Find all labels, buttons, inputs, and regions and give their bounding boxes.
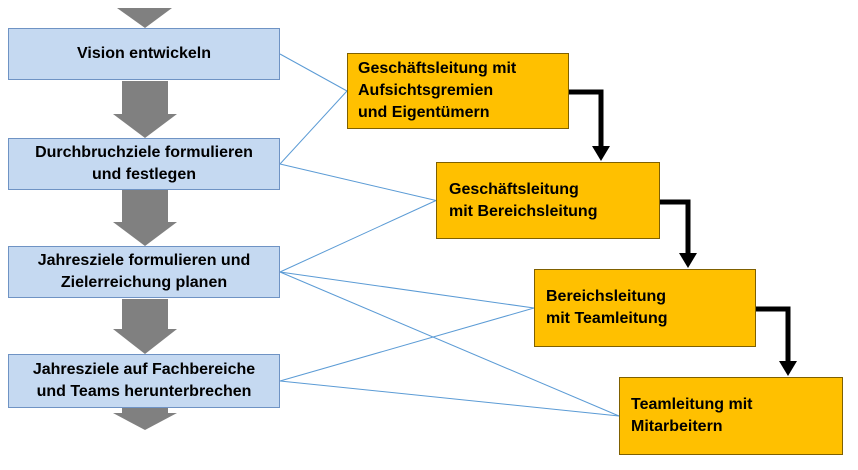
connector-step3-role4 [279, 271, 620, 417]
cascade-arrow-3 [756, 306, 791, 363]
connector-step1-role1 [279, 53, 348, 92]
connector-step2-role2 [279, 163, 437, 201]
cascade-arrow-3-head [779, 361, 797, 376]
role-teamleitung-line-2: Mitarbeitern [631, 418, 723, 435]
role-bereichsleitung-line-2: mit Teamleitung [546, 310, 668, 327]
flow-arrow-shaft-4 [122, 408, 168, 413]
role-teamleitung-line-1: Teamleitung mit [631, 396, 753, 413]
connector-step2-role1 [279, 90, 348, 165]
step-jahresziele-planen-line-1: Jahresziele formulieren und [37, 252, 251, 269]
role-bereichsleitung: Bereichsleitung mit Teamleitung [534, 269, 756, 347]
role-geschaeftsleitung-aufsicht-line-2: Aufsichtsgremien [358, 82, 494, 99]
cascade-arrows [569, 89, 797, 376]
step-jahresziele-planen-line-2: Zielerreichung planen [60, 274, 228, 291]
role-geschaeftsleitung-aufsicht-line-1: Geschäftsleitung mit [358, 60, 517, 77]
cascade-arrow-1-head [592, 146, 610, 161]
cascade-arrow-1 [569, 89, 604, 148]
step-jahresziele-herunterbrechen-line-1: Jahresziele auf Fachbereiche [32, 361, 256, 378]
role-teamleitung: Teamleitung mit Mitarbeitern [619, 377, 843, 455]
cascade-arrow-2 [660, 199, 691, 255]
connector-step4-role3 [279, 307, 535, 382]
connector-step4-role4 [279, 380, 620, 417]
step-jahresziele-planen: Jahresziele formulieren und Zielerreichu… [8, 246, 280, 298]
step-durchbruchziele-line-1: Durchbruchziele formulieren [35, 144, 253, 161]
step-durchbruchziele-line-2: und festlegen [91, 166, 196, 183]
role-bereichsleitung-line-1: Bereichsleitung [546, 288, 667, 305]
step-vision: Vision entwickeln [8, 28, 280, 80]
connector-step3-role3 [279, 271, 535, 309]
step-vision-line-1: Vision entwickeln [77, 45, 211, 62]
role-geschaeftsleitung-aufsicht-line-3: und Eigentümern [358, 104, 490, 121]
connector-lines [279, 53, 620, 417]
connector-step3-role2 [279, 200, 437, 273]
role-geschaeftsleitung-bereich: Geschäftsleitung mit Bereichsleitung [436, 162, 660, 239]
flow-arrow-shaft-1 [122, 81, 168, 114]
flow-arrow [113, 8, 177, 430]
step-jahresziele-herunterbrechen-line-2: und Teams herunterbrechen [36, 383, 252, 400]
flow-arrow-head-3 [113, 329, 177, 354]
role-geschaeftsleitung-bereich-line-1: Geschäftsleitung [449, 180, 579, 198]
flow-arrow-shaft-2 [122, 190, 168, 222]
flow-arrow-head-top [117, 8, 172, 28]
role-geschaeftsleitung-aufsicht: Geschäftsleitung mit Aufsichtsgremien un… [347, 53, 569, 129]
step-jahresziele-herunterbrechen: Jahresziele auf Fachbereiche und Teams h… [8, 354, 280, 408]
role-geschaeftsleitung-bereich-line-2: mit Bereichsleitung [449, 202, 598, 220]
flow-arrow-head-1 [113, 114, 177, 138]
flow-arrow-shaft-3 [122, 299, 168, 329]
flow-arrow-head-2 [113, 222, 177, 246]
cascade-arrow-2-head [679, 253, 697, 268]
step-durchbruchziele: Durchbruchziele formulieren und festlege… [8, 138, 280, 190]
flow-arrow-head-bottom [113, 413, 177, 430]
